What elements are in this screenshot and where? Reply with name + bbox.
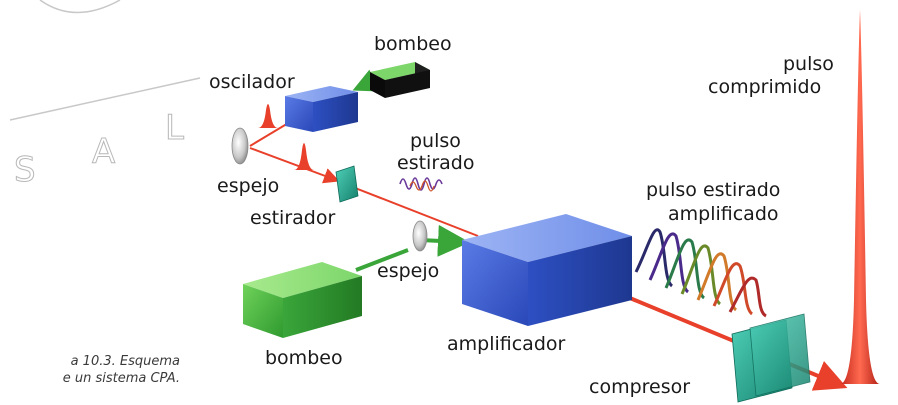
watermark-letter-a: A <box>91 132 118 173</box>
pump-laser-bottom <box>243 262 362 338</box>
label-pulso-estirado-1: pulso <box>410 130 461 152</box>
compressor <box>731 313 811 403</box>
label-amplificador: amplificador <box>447 333 566 355</box>
label-oscilador: oscilador <box>209 71 295 93</box>
amplifier-box <box>462 214 632 326</box>
label-pulso-comprimido-1: pulso <box>783 53 834 75</box>
compressed-pulse-spike <box>840 10 880 384</box>
mirror-middle <box>412 220 428 252</box>
label-espejo-mid: espejo <box>377 260 440 282</box>
watermark-line <box>9 77 201 121</box>
stretched-amplified-pulse <box>634 228 767 318</box>
label-estirador: estirador <box>250 207 336 229</box>
pump-bottom-arrow-1 <box>355 248 409 272</box>
beam-osc-to-mirror <box>249 121 291 147</box>
label-espejo-left: espejo <box>217 175 280 197</box>
figure-caption-line-2: e un sistema CPA. <box>62 371 180 386</box>
label-bombeo-bottom: bombeo <box>265 347 343 369</box>
label-pulso-estirado-amplificado-1: pulso estirado <box>646 179 781 201</box>
label-compresor: compresor <box>589 376 691 398</box>
watermark-letter-s: S <box>14 150 38 191</box>
stretched-pulse-small <box>399 177 443 191</box>
stretched-pulse-small-2 <box>409 180 435 192</box>
watermark-letter-l: L <box>165 108 186 149</box>
short-pulse-2 <box>294 143 314 170</box>
label-pulso-estirado-amplificado-2: amplificado <box>668 203 779 225</box>
oscillator-box <box>285 86 358 132</box>
figure-caption-line-1: a 10.3. Esquema <box>70 354 180 369</box>
mirror-left <box>231 127 249 165</box>
label-bombeo-top: bombeo <box>374 33 452 55</box>
pump-laser-top <box>370 62 430 98</box>
beam-mirror-to-stretcher <box>249 147 340 184</box>
short-pulse-1 <box>258 104 278 128</box>
label-pulso-comprimido-2: comprimido <box>708 76 822 98</box>
watermark-arc <box>39 0 121 14</box>
stretcher <box>335 165 359 203</box>
label-pulso-estirado-2: estirado <box>397 152 475 174</box>
